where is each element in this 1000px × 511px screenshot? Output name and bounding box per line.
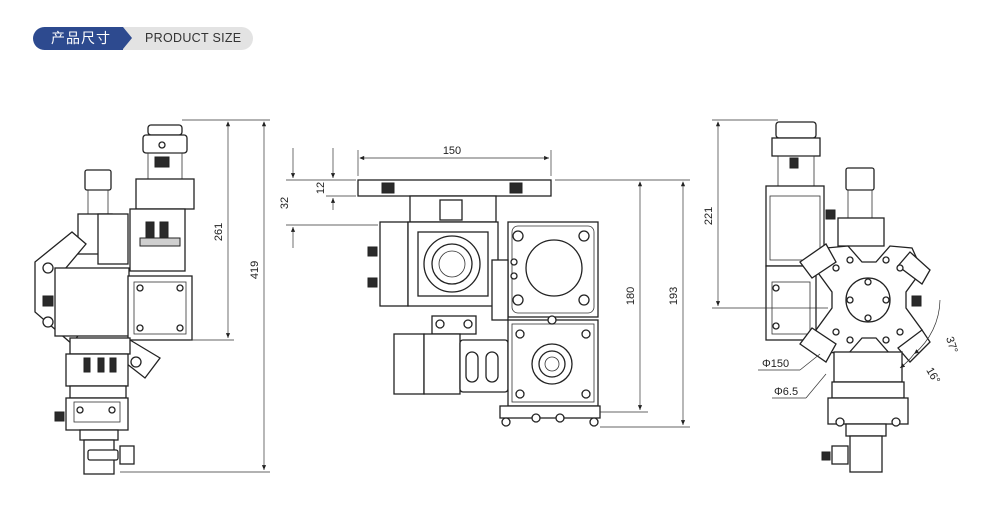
dim-right-bolt-circle: Φ150 <box>762 358 789 370</box>
left-side-view: 261 419 <box>34 119 270 475</box>
dim-middle-width: 150 <box>443 145 461 157</box>
dim-right-height: 221 <box>703 207 715 225</box>
right-side-view: 221 37° 16° Φ150 Φ6.5 <box>703 119 960 473</box>
dim-right-angle-b: 16° <box>923 366 942 386</box>
dim-middle-top: 32 <box>279 197 291 209</box>
dim-middle-h1: 180 <box>625 287 637 305</box>
dim-left-upper: 261 <box>213 223 225 241</box>
dim-middle-flange: 12 <box>315 182 327 194</box>
section-header: 产品尺寸 PRODUCT SIZE <box>33 27 254 50</box>
dim-right-hole: Φ6.5 <box>774 386 798 398</box>
dim-right-angle-a: 37° <box>943 335 960 355</box>
section-title-cn: 产品尺寸 <box>33 27 132 50</box>
dim-left-total: 419 <box>249 261 261 279</box>
dim-middle-h2: 193 <box>668 287 680 305</box>
section-title-en: PRODUCT SIZE <box>123 27 254 50</box>
middle-front-view: 150 12 32 180 193 <box>279 145 690 428</box>
